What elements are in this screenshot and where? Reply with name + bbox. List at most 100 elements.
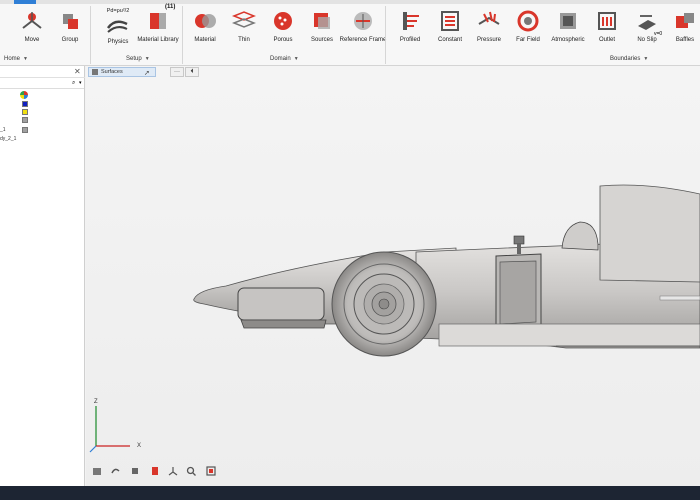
surface-icon (92, 69, 98, 75)
face-tab-label: Surfaces (101, 69, 123, 75)
material-icon (192, 8, 218, 34)
list-item[interactable]: dy_2_1 (0, 136, 85, 144)
group-button[interactable]: Group (40, 8, 100, 44)
outlet-label: Outlet (598, 37, 615, 43)
color-swatch[interactable] (22, 109, 28, 115)
collapse-button[interactable]: ⏴ (185, 67, 199, 77)
group-icon (57, 8, 83, 34)
cursor-icon: ➚ (144, 70, 150, 77)
chevron-down-icon: ▼ (643, 56, 649, 62)
color-swatch[interactable] (22, 127, 28, 133)
material-library-icon (145, 8, 171, 34)
section-icon[interactable] (150, 463, 160, 475)
constant-label: Constant (437, 37, 462, 43)
group-label: Group (61, 37, 79, 43)
view-cube-icon[interactable] (92, 463, 102, 475)
porous-label: Porous (273, 37, 293, 43)
material-library-button[interactable]: Material Library (128, 8, 188, 44)
ribbon: Move Group Home▼ Pd=ρu²/2 Physics Materi… (0, 0, 700, 66)
pressure-button[interactable]: Pressure (459, 8, 519, 44)
reference-frame-label: Reference Frame (339, 37, 387, 43)
profiled-label: Profiled (399, 37, 421, 43)
mirror (513, 235, 525, 245)
no-slip-formula: v=0 (654, 31, 663, 37)
model-tree-panel: ✕ ⌕ ▾ _1 dy_2_1 (0, 66, 85, 486)
pressure-label: Pressure (476, 37, 501, 43)
triad-icon[interactable] (168, 463, 178, 476)
cockpit (561, 221, 599, 251)
no-slip-button[interactable]: No Slip (617, 8, 677, 44)
color-swatch[interactable] (22, 117, 28, 123)
car-floor (438, 323, 700, 347)
constant-icon (437, 8, 463, 34)
more-options-label: ··· (174, 69, 180, 75)
profiled-button[interactable]: Profiled (380, 8, 440, 44)
outlet-button[interactable]: Outlet (577, 8, 637, 44)
color-swatch[interactable] (22, 101, 28, 107)
group-boundaries[interactable]: Boundaries▼ (610, 56, 648, 62)
appearance-icon (20, 91, 28, 99)
group-home[interactable]: Home▼ (4, 56, 28, 62)
zoom-icon[interactable] (186, 463, 196, 476)
car-model[interactable] (86, 66, 700, 486)
group-domain[interactable]: Domain▼ (270, 56, 299, 62)
chevron-down-icon: ▾ (79, 80, 82, 86)
fit-view-icon[interactable] (206, 463, 216, 476)
tree-search-input[interactable]: ⌕ ▾ (0, 80, 84, 89)
sources-button[interactable]: Sources (292, 8, 352, 44)
active-tab-indicator[interactable] (14, 0, 36, 4)
sources-icon (309, 8, 335, 34)
ribbon-separator (90, 6, 91, 64)
material-button[interactable]: Material (175, 8, 235, 44)
move-icon (19, 8, 45, 34)
os-taskbar (0, 486, 700, 500)
group-home-label: Home (4, 56, 21, 62)
axis-x-label: X (137, 443, 142, 449)
front-wing-endplate (240, 319, 327, 329)
physics-formula: Pd=ρu²/2 (106, 8, 130, 14)
physics-label: Physics (107, 39, 129, 45)
front-wing (237, 287, 325, 321)
far-field-label: Far Field (516, 37, 540, 43)
no-slip-icon (634, 8, 660, 34)
porous-button[interactable]: Porous (253, 8, 313, 44)
baffles-button[interactable]: Baffles (655, 8, 700, 44)
far-field-button[interactable]: Far Field (498, 8, 558, 44)
tree-item-label: _1 (0, 127, 6, 133)
reference-frame-icon (350, 8, 376, 34)
physics-button[interactable]: Pd=ρu²/2 Physics (88, 8, 148, 46)
material-label: Material (194, 37, 216, 43)
close-icon[interactable]: ✕ (74, 67, 81, 76)
face-selection-tab[interactable]: Surfaces ➚ (88, 67, 156, 77)
chevron-left-icon: ⏴ (190, 69, 194, 75)
list-item[interactable]: _1 (0, 127, 85, 135)
group-setup-label: Setup (126, 56, 142, 62)
move-button[interactable]: Move (2, 8, 62, 44)
constant-button[interactable]: Constant (420, 8, 480, 44)
material-library-label: Material Library (137, 37, 179, 43)
atmospheric-button[interactable]: Atmospheric (538, 8, 598, 44)
porous-icon (270, 8, 296, 34)
atmospheric-icon (555, 8, 581, 34)
tree-item-label: dy_2_1 (0, 136, 17, 142)
ribbon-separator (182, 6, 183, 64)
far-field-icon (515, 8, 541, 34)
mirror-stalk (517, 244, 521, 254)
move-label: Move (24, 37, 40, 43)
chevron-down-icon: ▼ (23, 56, 28, 62)
group-setup[interactable]: Setup▼ (126, 56, 150, 62)
no-slip-label: No Slip (637, 37, 657, 43)
group-domain-label: Domain (270, 56, 291, 62)
reference-frame-button[interactable]: Reference Frame (333, 8, 393, 44)
chevron-down-icon: ▼ (144, 56, 150, 62)
pan-icon[interactable] (130, 463, 140, 474)
outlet-icon (594, 8, 620, 34)
more-options-button[interactable]: ··· (170, 67, 184, 77)
rotate-icon[interactable] (110, 463, 120, 474)
pressure-icon (476, 8, 502, 34)
wheel-rim (343, 263, 425, 345)
thin-button[interactable]: Thin (214, 8, 274, 44)
ribbon-separator (385, 6, 386, 64)
side-slot (659, 295, 700, 301)
list-item[interactable] (0, 91, 85, 99)
